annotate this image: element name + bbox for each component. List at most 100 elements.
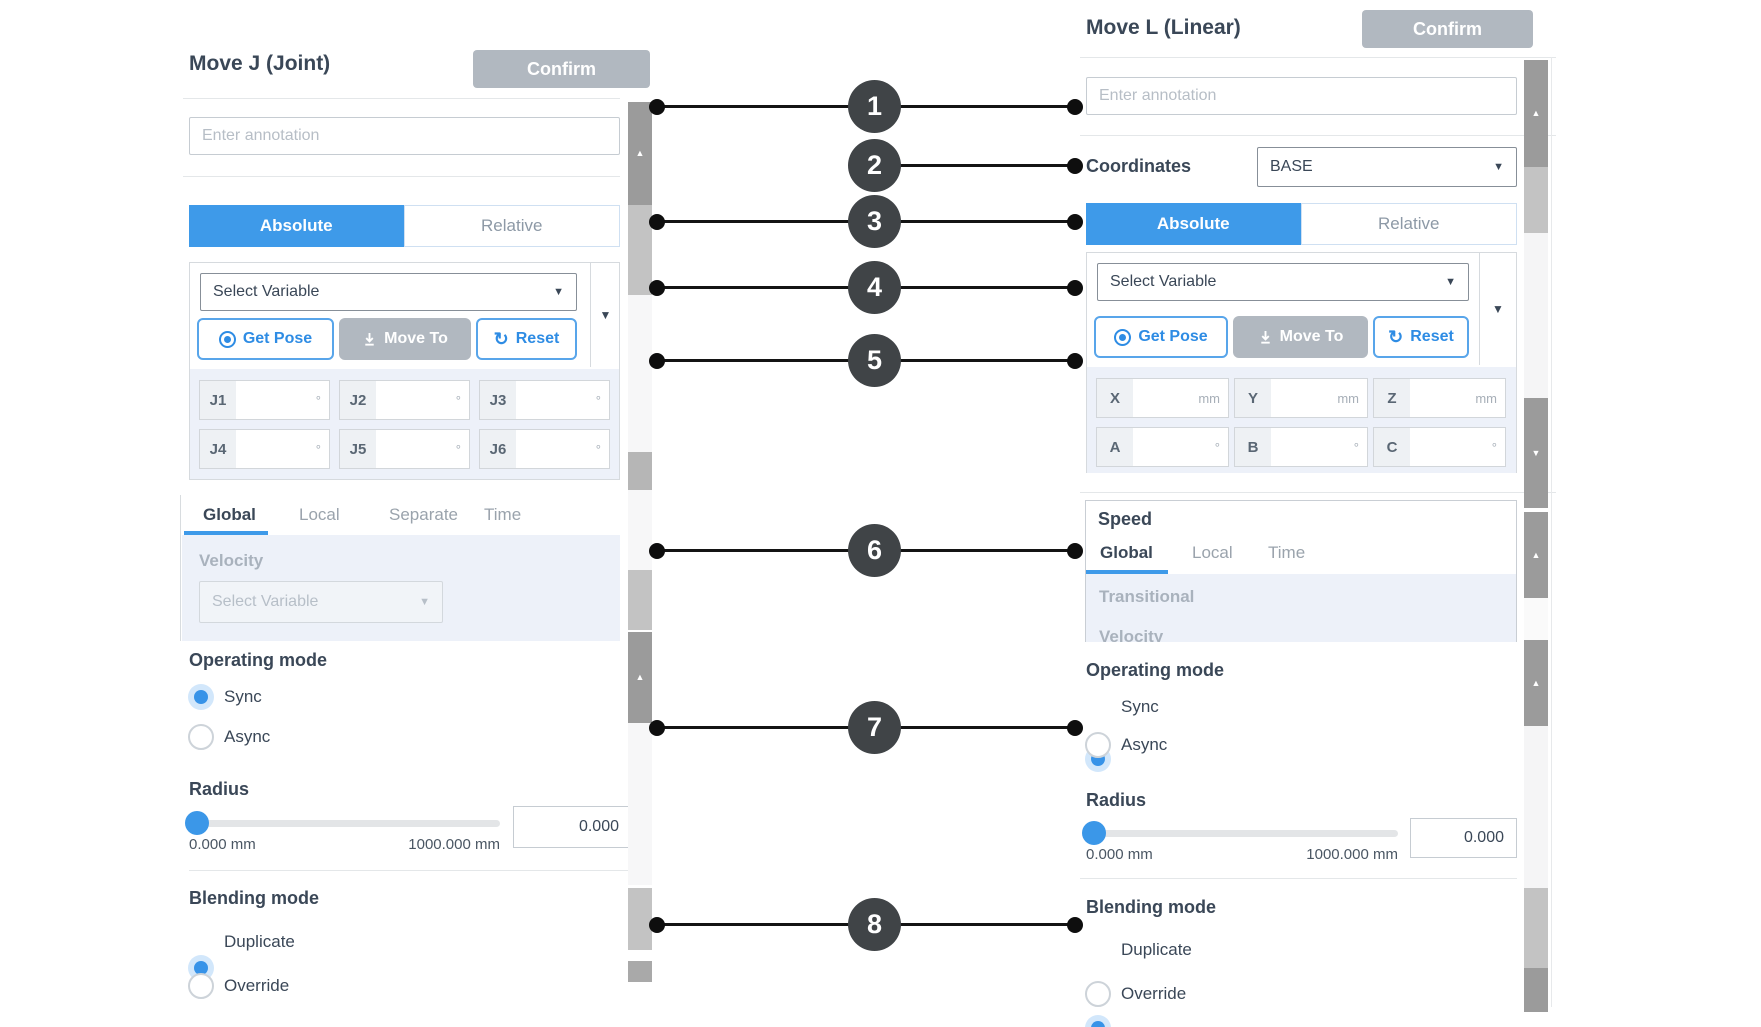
radio-sync[interactable] (188, 684, 214, 710)
scroll-down-button[interactable]: ▼ (1524, 398, 1548, 508)
scrollbar-track[interactable] (1524, 726, 1548, 888)
scrollbar-track[interactable] (1524, 598, 1548, 640)
reset-icon: ↻ (493, 329, 509, 349)
confirm-button[interactable]: Confirm (473, 50, 650, 88)
tab-separate[interactable]: Separate (389, 505, 458, 524)
callout-dot (1067, 280, 1083, 296)
radius-value-input[interactable]: 0.000 (1410, 818, 1517, 858)
radius-slider-track[interactable] (1086, 830, 1398, 837)
divider (183, 176, 620, 177)
velocity-variable-select[interactable]: Select Variable ▼ (199, 581, 443, 623)
tab-time[interactable]: Time (484, 505, 522, 524)
field-label: X (1097, 379, 1133, 417)
scrollbar-thumb[interactable] (628, 961, 652, 982)
scrollbar-track[interactable] (628, 490, 652, 570)
field-unit: ° (595, 392, 601, 408)
radio-duplicate[interactable] (1085, 1015, 1111, 1027)
scrollbar-track[interactable] (628, 295, 652, 452)
callout-dot (649, 99, 665, 115)
radius-value-input[interactable]: 0.000 (513, 806, 632, 848)
radius-slider-thumb[interactable] (1082, 821, 1106, 845)
record-circle-icon (218, 330, 236, 348)
radius-slider-track[interactable] (189, 820, 500, 827)
callout-dot (649, 214, 665, 230)
triangle-up-icon: ▲ (635, 672, 645, 682)
radio-label-override: Override (224, 976, 290, 995)
field-unit: ° (455, 441, 461, 457)
confirm-button[interactable]: Confirm (1362, 10, 1533, 48)
scrollbar-thumb[interactable] (1524, 167, 1548, 233)
tab-absolute[interactable]: Absolute (1086, 203, 1301, 245)
transitional-label: Transitional (1099, 587, 1195, 606)
active-tab-underline (1086, 570, 1168, 574)
triangle-up-icon: ▲ (635, 148, 645, 158)
tab-relative[interactable]: Relative (403, 205, 620, 247)
scrollbar-thumb[interactable] (628, 888, 652, 950)
callout-dot (649, 280, 665, 296)
radius-min-label: 0.000 mm (189, 836, 256, 853)
reset-button[interactable]: ↻ Reset (1373, 316, 1469, 358)
pose-groupbox: Select Variable ▼ ▼ Get Pose Move To ↻ R… (189, 262, 620, 480)
chevron-down-icon: ▼ (1493, 161, 1504, 173)
tab-absolute[interactable]: Absolute (189, 205, 404, 247)
variable-select[interactable]: Select Variable ▼ (1097, 263, 1469, 301)
field-label: J1 (200, 381, 236, 419)
annotation-input[interactable] (1086, 77, 1517, 115)
field-label: Z (1374, 379, 1410, 417)
move-to-button[interactable]: Move To (339, 318, 471, 360)
radio-override[interactable] (1085, 981, 1111, 1007)
triangle-up-icon: ▲ (1531, 108, 1541, 118)
radio-async[interactable] (188, 724, 214, 750)
scrollbar-thumb[interactable] (628, 452, 652, 490)
callout-dot (1067, 158, 1083, 174)
scrollbar-thumb[interactable] (628, 205, 652, 295)
callout-dot (649, 720, 665, 736)
variable-select[interactable]: Select Variable ▼ (200, 273, 577, 311)
tab-global[interactable]: Global (1100, 543, 1153, 562)
reset-button[interactable]: ↻ Reset (476, 318, 577, 360)
radius-max-label: 1000.000 mm (1306, 846, 1398, 863)
callout-dot (1067, 214, 1083, 230)
pose-expander[interactable]: ▼ (591, 263, 620, 367)
field-unit: ° (1491, 439, 1497, 455)
radius-slider-thumb[interactable] (185, 811, 209, 835)
scrollbar-thumb[interactable] (628, 570, 652, 630)
scroll-up-button[interactable]: ▲ (1524, 640, 1548, 726)
coordinates-select[interactable]: BASE ▼ (1257, 147, 1517, 187)
callout-8: 8 (848, 898, 901, 951)
radio-override[interactable] (188, 973, 214, 999)
callout-dot (649, 543, 665, 559)
scrollbar-thumb[interactable] (1524, 888, 1548, 968)
scroll-up-button[interactable]: ▲ (1524, 512, 1548, 598)
divider (1479, 253, 1480, 365)
scrollbar-track[interactable] (1524, 233, 1548, 398)
radio-async[interactable] (1085, 732, 1111, 758)
scroll-up-button[interactable]: ▲ (1524, 60, 1548, 167)
variable-select-value: Select Variable (1110, 273, 1217, 290)
scrollbar-thumb[interactable] (1524, 968, 1548, 1012)
tab-time[interactable]: Time (1268, 543, 1306, 562)
move-to-button[interactable]: Move To (1233, 316, 1368, 358)
field-unit: mm (1337, 390, 1359, 406)
scrollbar-track[interactable] (628, 723, 652, 885)
move-down-icon (1260, 330, 1270, 344)
blending-mode-heading: Blending mode (1086, 897, 1216, 917)
annotation-input[interactable] (189, 117, 620, 155)
pose-expander[interactable]: ▼ (1480, 253, 1516, 365)
callout-dot (1067, 720, 1083, 736)
variable-select-value: Select Variable (213, 283, 320, 300)
tab-local[interactable]: Local (1192, 543, 1233, 562)
get-pose-button[interactable]: Get Pose (1094, 316, 1228, 358)
divider (1080, 135, 1556, 136)
callout-dot (1067, 543, 1083, 559)
chevron-down-icon: ▼ (419, 596, 430, 608)
tab-global[interactable]: Global (203, 505, 256, 524)
reset-icon: ↻ (1388, 327, 1404, 347)
scroll-up-button[interactable]: ▲ (628, 632, 652, 723)
divider (1080, 492, 1556, 493)
velocity-label-clipped: Velocity (1099, 627, 1164, 642)
get-pose-button[interactable]: Get Pose (197, 318, 334, 360)
scroll-up-button[interactable]: ▲ (628, 102, 652, 205)
tab-local[interactable]: Local (299, 505, 340, 524)
tab-relative[interactable]: Relative (1300, 203, 1517, 245)
